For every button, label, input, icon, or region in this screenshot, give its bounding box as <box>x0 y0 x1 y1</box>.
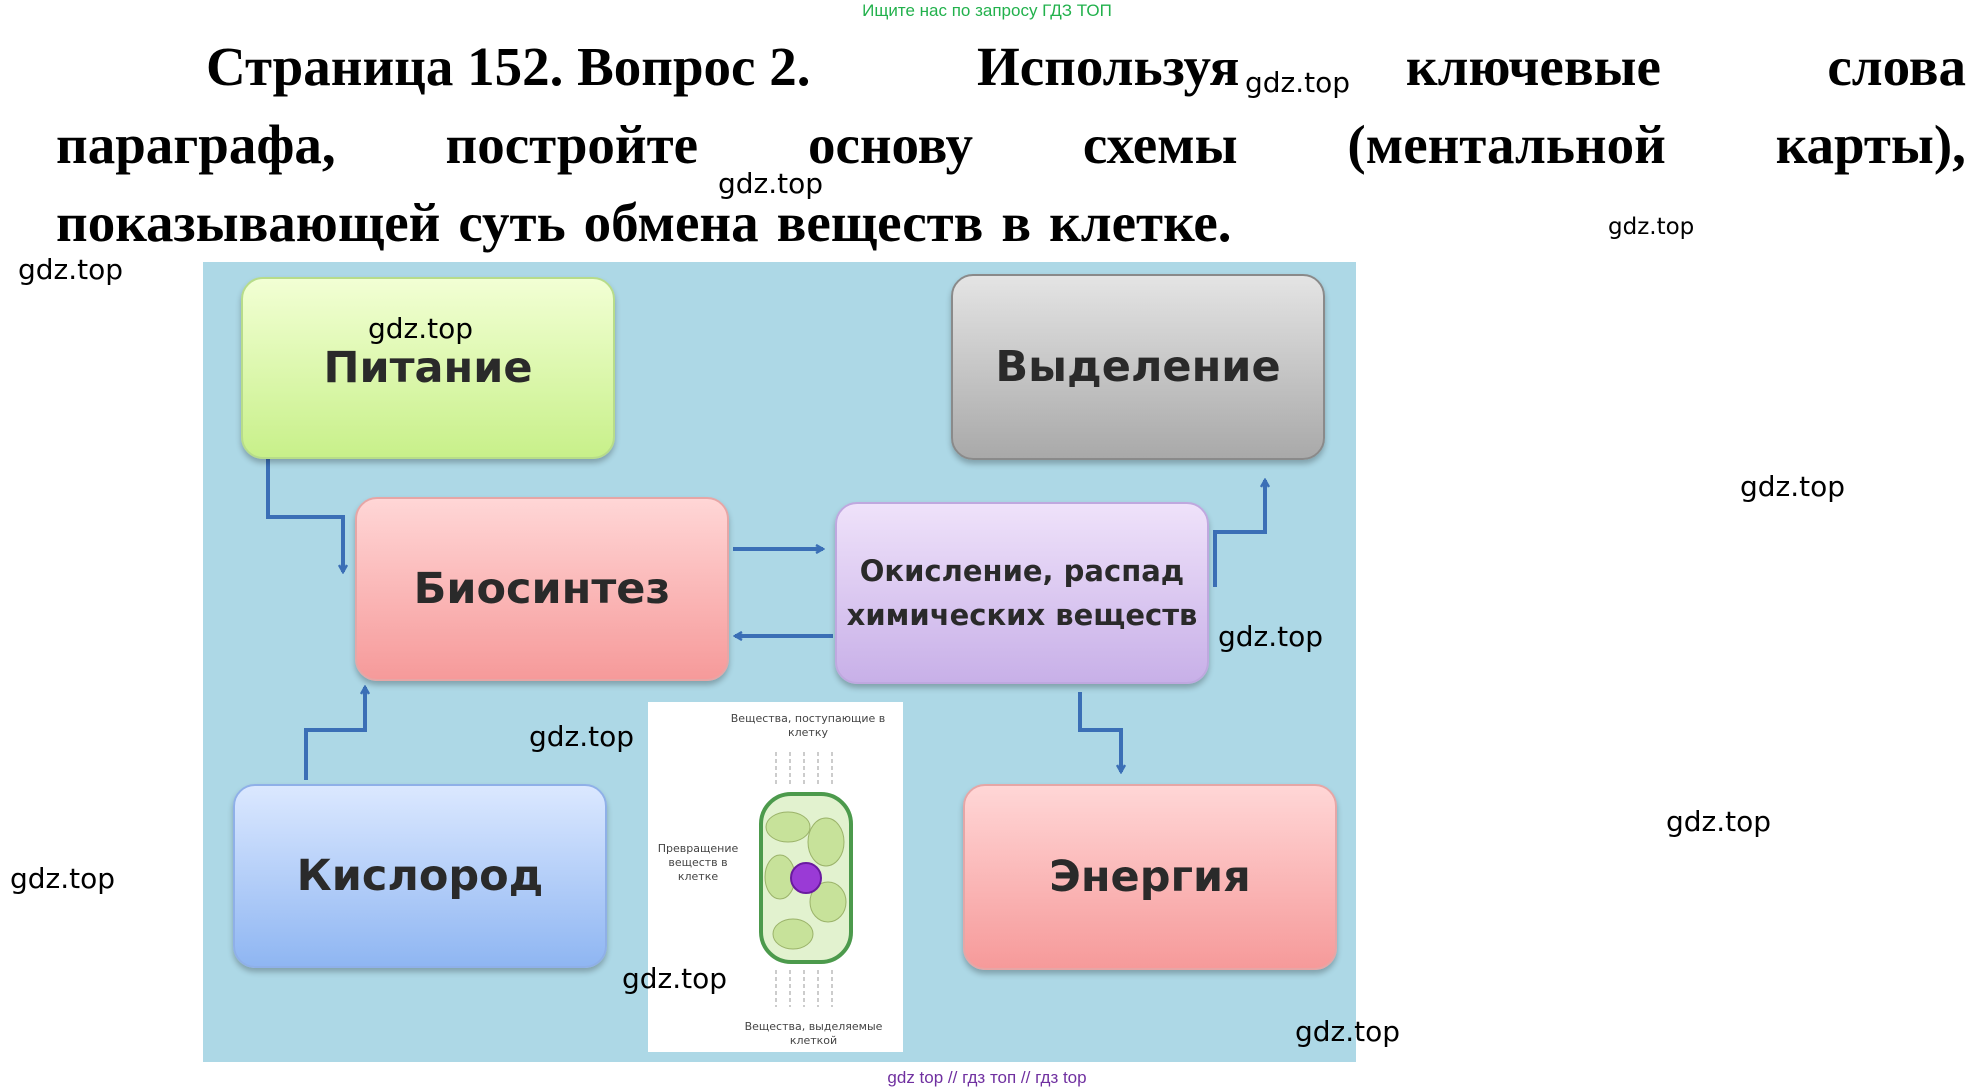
arrow-okislenie-to-vydelenie <box>1213 480 1265 587</box>
node-pitanie: Питание <box>241 277 615 459</box>
chloroplast <box>809 881 847 923</box>
title-word: параграфа, <box>56 114 336 175</box>
watermark: gdz.top <box>622 962 728 995</box>
title-line-1: Страница 152. Вопрос 2. Используя ключев… <box>56 28 1966 106</box>
cell-illustration: Вещества, поступающие в клетку Превращен… <box>648 702 903 1052</box>
title-word: показывающей <box>56 192 441 253</box>
chloroplast <box>807 817 845 867</box>
title-word: клетке. <box>1049 192 1232 253</box>
title-word: Страница 152. Вопрос 2. <box>206 36 811 97</box>
cell-nucleus <box>790 862 822 894</box>
footer-links[interactable]: gdz top // гдз топ // гдз top <box>887 1068 1087 1087</box>
cell-caption-bottom: Вещества, выделяемые клеткой <box>744 1020 883 1047</box>
chloroplast <box>765 811 811 843</box>
watermark: gdz.top <box>1740 470 1846 503</box>
title-word: постройте <box>445 114 699 175</box>
watermark: gdz.top <box>529 720 635 753</box>
title-line-3: показывающей суть обмена веществ в клетк… <box>56 184 1966 262</box>
top-banner[interactable]: Ищите нас по запросу ГДЗ ТОП <box>862 1 1112 20</box>
watermark: gdz.top <box>1666 805 1772 838</box>
node-energiya: Энергия <box>963 784 1337 970</box>
chloroplast <box>772 918 814 950</box>
node-vydelenie: Выделение <box>951 274 1325 460</box>
watermark: gdz.top <box>1608 214 1695 240</box>
title-word: суть <box>458 192 566 253</box>
arrow-kislorod-to-biosintez <box>304 687 365 780</box>
node-okislenie: Окисление, распад химических веществ <box>835 502 1209 684</box>
node-label: Кислород <box>296 851 544 901</box>
title-word: веществ <box>776 192 984 253</box>
incoming-arrows <box>775 752 833 1007</box>
diagram-arrows <box>266 457 1356 780</box>
watermark: gdz.top <box>18 253 124 286</box>
title-word: слова <box>1827 36 1966 97</box>
arrow-okislenie-to-energiya <box>1078 692 1121 772</box>
node-label: Энергия <box>1049 852 1251 902</box>
arrow-pitanie-to-biosintez <box>266 457 343 572</box>
watermark: gdz.top <box>1295 1015 1401 1048</box>
cell-caption-top: Вещества, поступающие в клетку <box>730 712 886 739</box>
watermark: gdz.top <box>718 167 824 200</box>
title-word: в <box>1001 192 1032 253</box>
title-word: Используя <box>976 36 1240 97</box>
watermark: gdz.top <box>10 862 116 895</box>
cell-drawing <box>759 752 853 1007</box>
node-biosintez: Биосинтез <box>355 497 729 681</box>
title-word: обмена <box>583 192 759 253</box>
task-title: Страница 152. Вопрос 2. Используя ключев… <box>56 28 1966 262</box>
title-line-2: параграфа, постройте основу схемы (мента… <box>56 106 1966 184</box>
watermark: gdz.top <box>1245 66 1351 99</box>
title-word: схемы <box>1082 114 1238 175</box>
node-label: Питание <box>323 343 533 393</box>
node-label: Окисление, распад химических веществ <box>846 554 1198 632</box>
cell-caption-middle: Превращение веществ в клетке <box>657 842 739 883</box>
node-label: Выделение <box>995 342 1281 392</box>
node-label: Биосинтез <box>413 564 671 614</box>
title-word: (ментальной <box>1347 114 1666 175</box>
title-word: основу <box>807 114 973 175</box>
title-word: ключевые <box>1405 36 1661 97</box>
watermark: gdz.top <box>368 312 474 345</box>
title-word: карты), <box>1775 114 1966 175</box>
node-kislorod: Кислород <box>233 784 607 968</box>
metabolism-diagram: Питание Выделение Биосинтез Окисление, р… <box>203 262 1356 1062</box>
watermark: gdz.top <box>1218 620 1324 653</box>
